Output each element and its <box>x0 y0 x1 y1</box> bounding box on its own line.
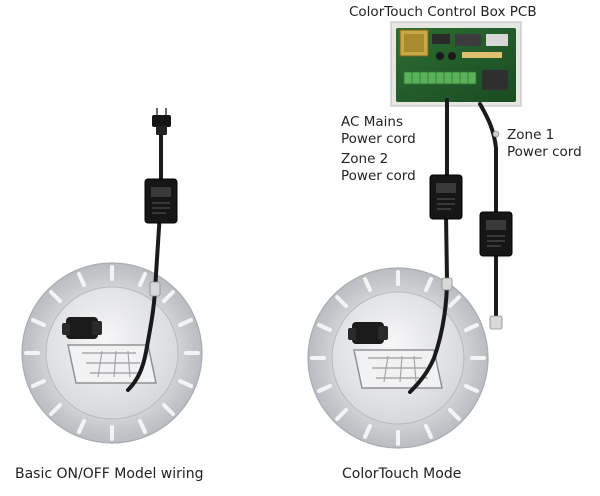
left-connector <box>149 281 161 297</box>
left-caption: Basic ON/OFF Model wiring <box>15 466 204 482</box>
left-transformer-box-icon <box>144 178 178 224</box>
zone2-label-line1: Zone 2 <box>341 151 389 167</box>
left-lamp <box>20 261 204 445</box>
zone1-connector <box>489 315 503 330</box>
australian-plug-icon <box>152 108 171 135</box>
zone2-transformer-box-icon <box>429 174 463 220</box>
circuit-board-icon <box>390 21 522 107</box>
right-caption: ColorTouch Mode <box>342 466 462 482</box>
zone1-cable <box>478 102 498 320</box>
zone2-connector <box>441 277 453 291</box>
zone1-label-line1: Zone 1 <box>507 127 555 143</box>
zone1-label-line2: Power cord <box>507 144 582 160</box>
control-box-label: ColorTouch Control Box PCB <box>349 4 537 20</box>
right-lamp <box>306 266 490 450</box>
zone1-transformer-box-icon <box>479 211 513 257</box>
ac-mains-label-line1: AC Mains <box>341 114 403 130</box>
zone2-cable <box>408 98 450 394</box>
ac-mains-label-line2: Power cord <box>341 131 416 147</box>
zone2-label-line2: Power cord <box>341 168 416 184</box>
